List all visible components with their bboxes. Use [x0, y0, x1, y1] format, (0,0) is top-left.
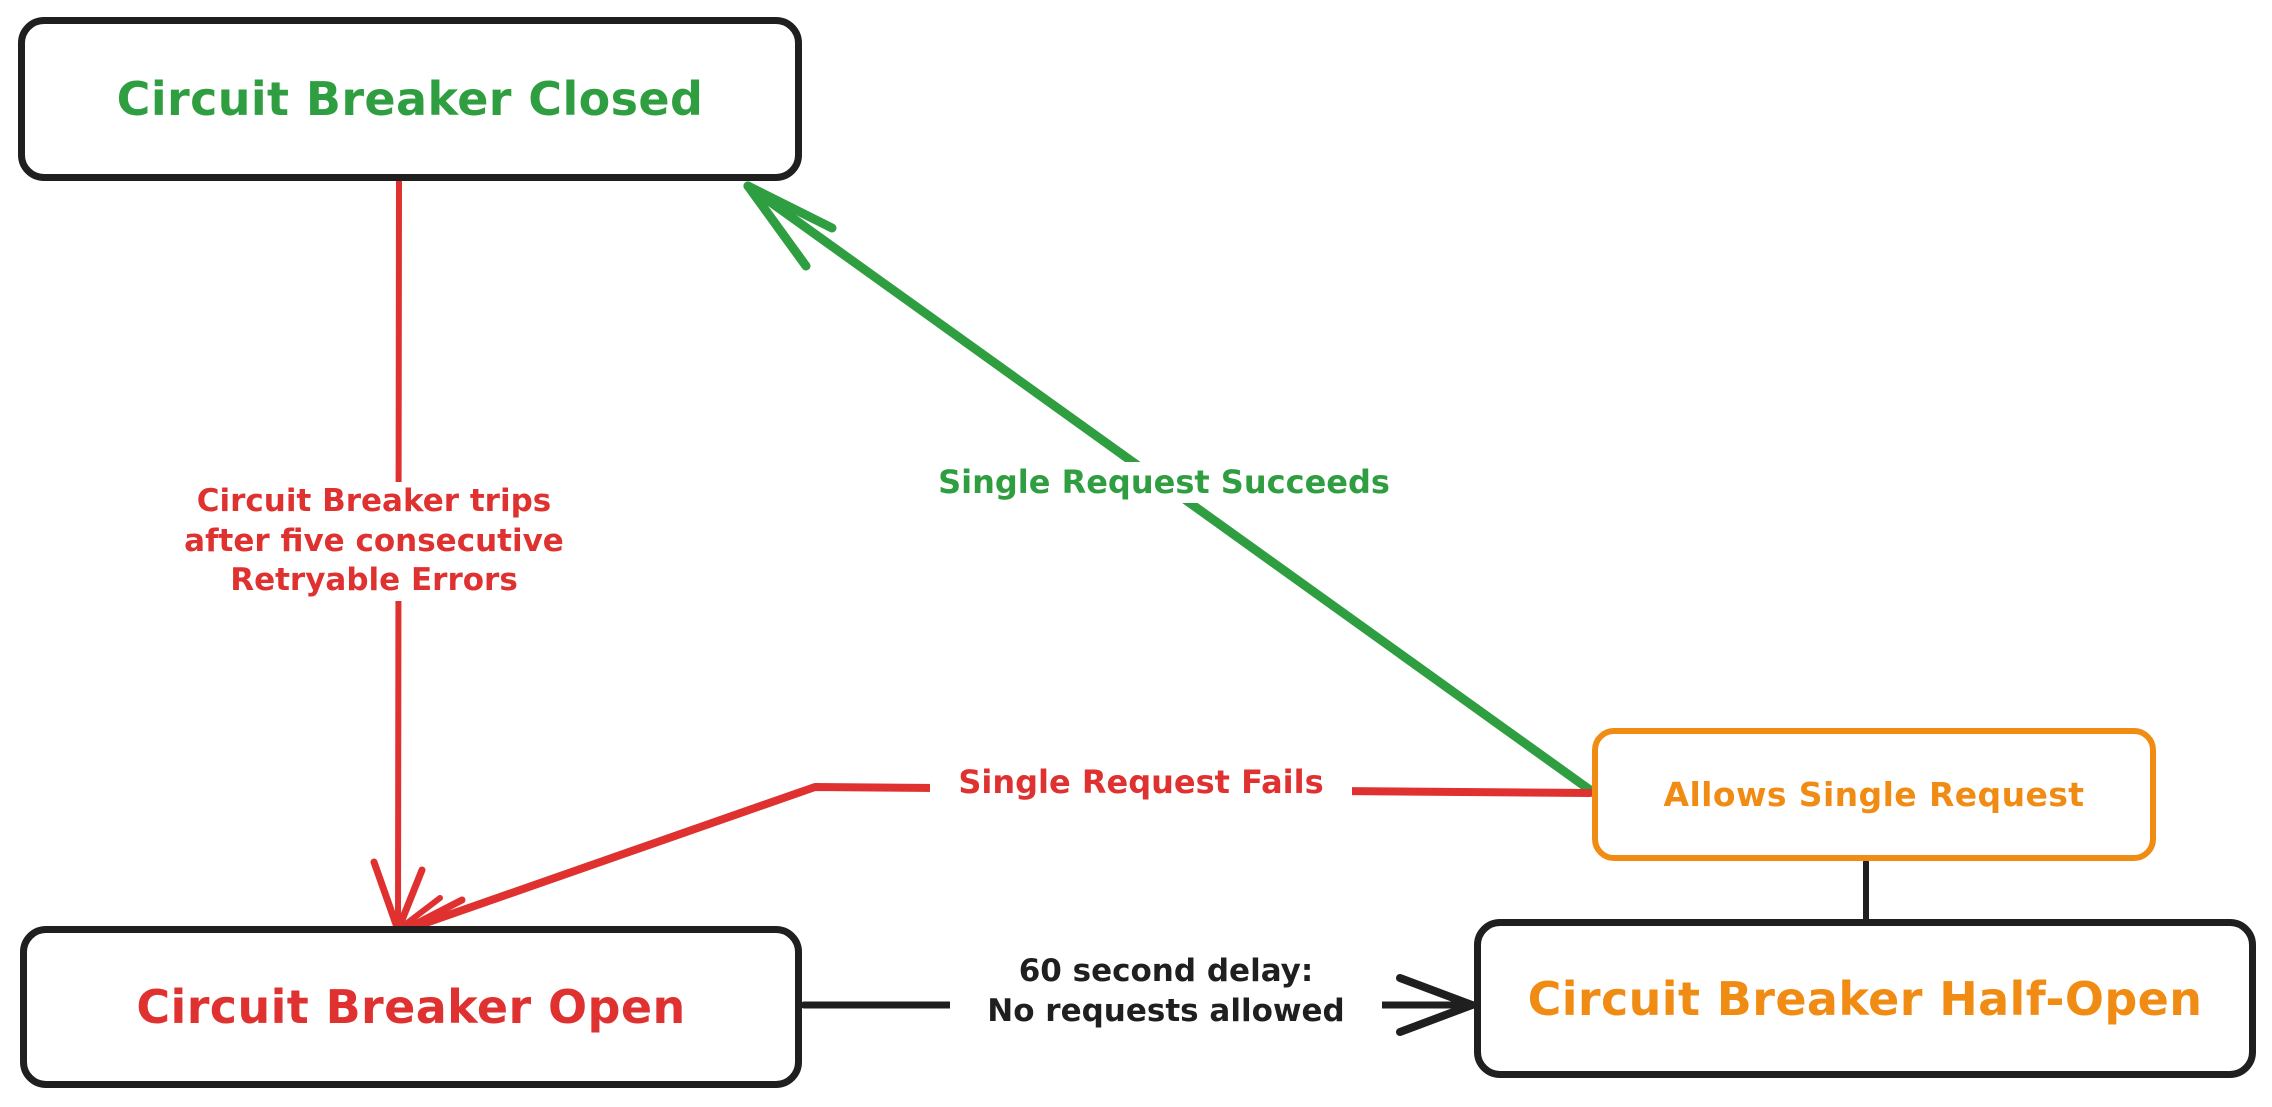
state-node-circuit-breaker-half-open[interactable]: Circuit Breaker Half-Open — [1474, 919, 2256, 1078]
edge-allows-to-open — [396, 783, 1594, 938]
edge-label-closed-to-open: Circuit Breaker trips after five consecu… — [168, 482, 580, 602]
edge-label-allows-to-open: Single Request Fails — [930, 762, 1352, 803]
edge-label-allows-to-closed: Single Request Succeeds — [908, 462, 1420, 503]
state-node-circuit-breaker-open[interactable]: Circuit Breaker Open — [20, 926, 802, 1088]
state-node-allows-single-request[interactable]: Allows Single Request — [1592, 728, 2156, 861]
state-node-label: Circuit Breaker Open — [136, 980, 686, 1034]
state-node-label: Circuit Breaker Half-Open — [1527, 971, 2203, 1026]
state-node-label: Allows Single Request — [1663, 775, 2085, 814]
state-node-circuit-breaker-closed[interactable]: Circuit Breaker Closed — [18, 17, 802, 181]
edge-label-open-to-halfopen: 60 second delay: No requests allowed — [950, 952, 1382, 1032]
state-node-label: Circuit Breaker Closed — [116, 72, 704, 126]
